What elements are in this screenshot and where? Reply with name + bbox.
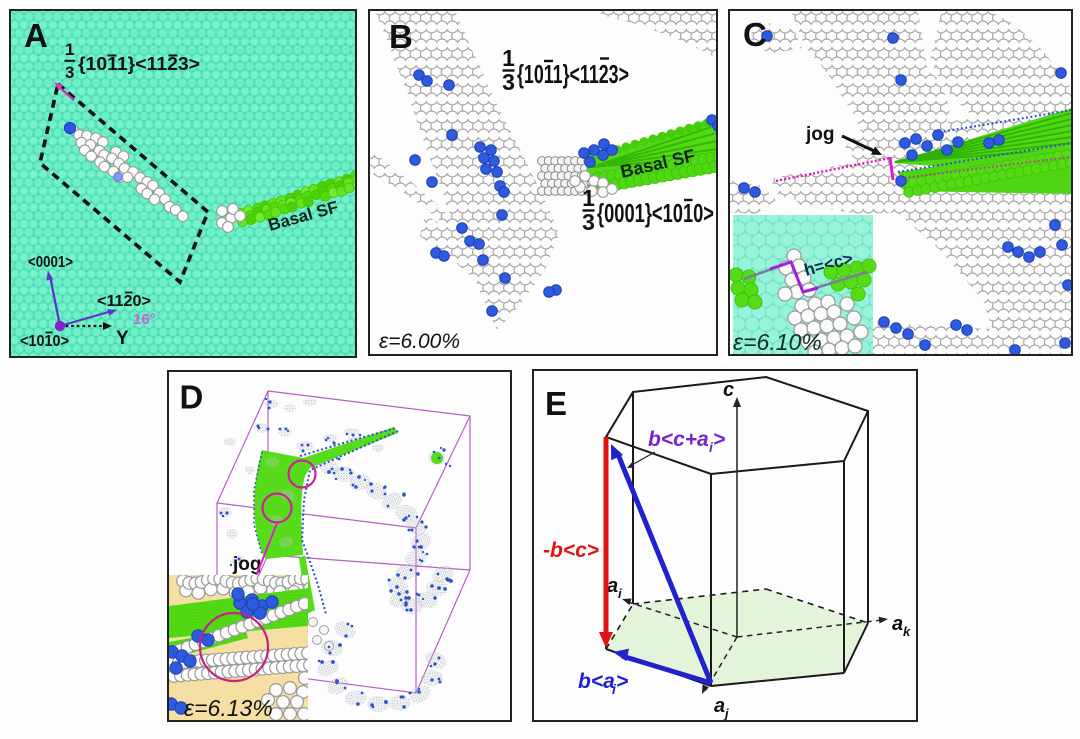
svg-text:c: c	[723, 379, 734, 401]
svg-text:>: >	[713, 428, 725, 451]
svg-text:16°: 16°	[133, 311, 156, 328]
svg-text:{1011}<1123>: {1011}<1123>	[517, 59, 629, 89]
svg-text:-b<c>: -b<c>	[543, 539, 599, 562]
svg-text:a: a	[714, 695, 725, 717]
svg-text:a: a	[607, 575, 618, 597]
svg-text:b<a: b<a	[578, 670, 615, 693]
svg-text:<1120>: <1120>	[97, 293, 151, 310]
svg-text:3: 3	[502, 69, 515, 95]
svg-text:Y: Y	[116, 328, 129, 349]
svg-text:i: i	[612, 681, 617, 697]
svg-text:i: i	[618, 586, 622, 601]
svg-text:ε=6.10%: ε=6.10%	[733, 329, 822, 355]
svg-text:b<c+a: b<c+a	[648, 428, 709, 451]
svg-text:D: D	[180, 379, 204, 416]
svg-text:{0001}<1010>: {0001}<1010>	[597, 198, 714, 228]
svg-text:3: 3	[582, 209, 595, 235]
svg-text:j: j	[723, 706, 729, 721]
svg-text:1: 1	[582, 185, 595, 211]
svg-text:C: C	[743, 16, 767, 53]
svg-text:>: >	[616, 670, 628, 693]
svg-text:i: i	[709, 439, 714, 455]
svg-text:1: 1	[502, 45, 515, 71]
svg-text:3: 3	[65, 63, 74, 82]
svg-text:<1010>: <1010>	[20, 333, 69, 350]
svg-text:A: A	[24, 17, 48, 54]
svg-text:E: E	[545, 385, 567, 422]
svg-text:B: B	[389, 18, 413, 55]
svg-text:{1011}<1123>: {1011}<1123>	[78, 54, 200, 74]
svg-text:jog: jog	[805, 124, 835, 145]
svg-text:1: 1	[65, 40, 74, 59]
svg-text:k: k	[903, 624, 911, 639]
svg-text:a: a	[892, 613, 903, 635]
svg-text:jog: jog	[232, 554, 262, 575]
svg-text:<0001>: <0001>	[28, 254, 73, 271]
svg-text:ε=6.13%: ε=6.13%	[184, 695, 273, 721]
svg-text:ε=6.00%: ε=6.00%	[379, 330, 460, 353]
